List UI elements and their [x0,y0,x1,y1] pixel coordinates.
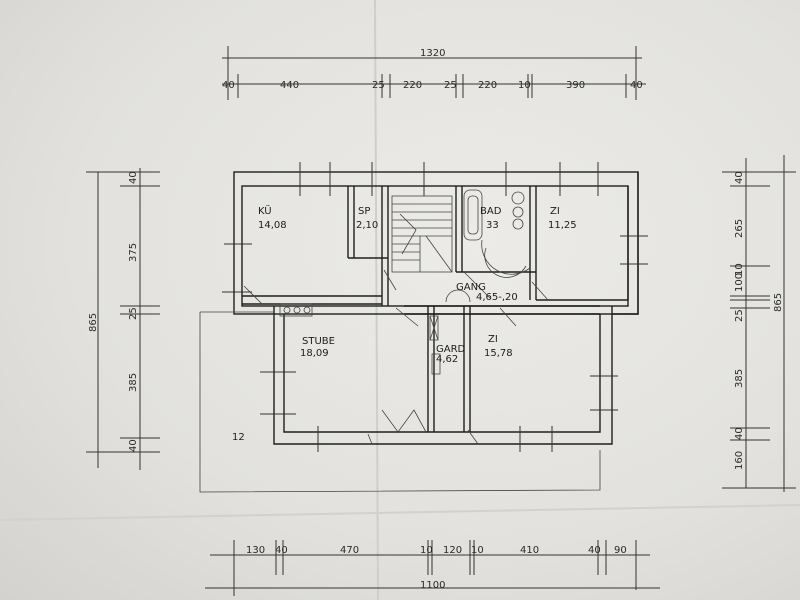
room-labels: KÜ 14,08 SP 2,10 BAD 33 ZI 11,25 GANG 4,… [232,204,577,443]
bathtub [463,189,483,241]
dim-left-seg: 40 [128,171,139,184]
lower-outer-wall [273,306,613,445]
dim-top-total: 1320 [420,48,445,59]
room-name-garderobe: GARD [436,344,466,355]
room-name-gang: GANG [456,282,486,293]
room-area-speis: 2,10 [356,220,378,231]
dim-bottom-seg: 10 [471,545,484,556]
paper-fold [374,0,379,600]
bottom-dimension-chain: 130 40 470 10 120 10 410 40 90 1100 [205,540,660,596]
right-wall-outer [612,172,639,315]
room-area-garderobe: 4,62 [436,354,458,365]
wardrobe-shaft [429,315,441,375]
dim-top-seg: 440 [280,80,299,91]
dim-right-seg: 40 [734,171,745,184]
room-name-zimmer2: ZI [488,334,498,345]
paper-fold [0,504,800,521]
room-area-zimmer1: 11,25 [548,220,577,231]
top-dimension-chain: 1320 40 440 25 220 25 220 10 390 40 [222,46,646,100]
dim-top-seg: 25 [444,80,457,91]
lower-inner-wall [283,314,601,433]
upper-outer-wall [233,171,639,315]
dim-top-seg: 40 [630,80,643,91]
room-area-gang: 4,65-,20 [476,292,518,303]
dim-top-seg: 10 [518,80,531,91]
right-dimension-chain: 865 40 265 100 10 25 385 40 160 [722,155,796,492]
staircase [391,195,453,273]
toilet [512,218,524,230]
dim-right-seg: 25 [734,309,745,322]
room-name-kueche: KÜ [258,204,272,217]
dim-bottom-seg: 40 [588,545,601,556]
sink [511,191,525,205]
dim-top-seg: 220 [403,80,422,91]
room-area-kueche: 14,08 [258,220,287,231]
dim-right-seg: 40 [734,427,745,440]
room-area-zimmer2: 15,78 [484,348,513,359]
dim-bottom-seg: 130 [246,545,265,556]
dim-left-total: 865 [88,313,99,332]
kitchen-counter [279,303,313,317]
terrace-mark: 12 [232,432,245,443]
dim-left-seg: 385 [128,373,139,392]
left-dimension-chain: 865 40 375 25 385 40 [86,168,160,470]
door-swings [243,269,549,445]
dim-top-seg: 25 [372,80,385,91]
room-area-stube: 18,09 [300,348,329,359]
dim-right-seg: 265 [734,219,745,238]
dim-left-seg: 25 [128,307,139,320]
terrace-outline [199,312,601,493]
dim-bottom-seg: 40 [275,545,288,556]
dim-bottom-seg: 410 [520,545,539,556]
dim-bottom-seg: 10 [420,545,433,556]
room-name-speis: SP [358,206,370,217]
dim-top-seg: 40 [222,80,235,91]
dim-right-seg: 100 [734,273,745,292]
window-marks [222,162,648,452]
dim-top-seg: 390 [566,80,585,91]
room-name-zimmer1: ZI [550,206,560,217]
dim-right-seg: 160 [734,451,745,470]
dim-right-total: 865 [773,293,784,312]
dim-right-seg: 10 [734,263,745,276]
room-name-stube: STUBE [302,336,335,347]
dim-bottom-seg: 470 [340,545,359,556]
dim-bottom-seg: 120 [443,545,462,556]
dim-left-seg: 375 [128,243,139,262]
dim-right-seg: 385 [734,369,745,388]
dim-bottom-total: 1100 [420,580,445,591]
room-name-bad: BAD [480,206,502,217]
dim-bottom-seg: 90 [614,545,627,556]
dim-top-seg: 220 [478,80,497,91]
bathroom-fixtures [463,189,531,278]
dim-left-seg: 40 [128,439,139,452]
room-area-bad: 33 [486,220,499,231]
